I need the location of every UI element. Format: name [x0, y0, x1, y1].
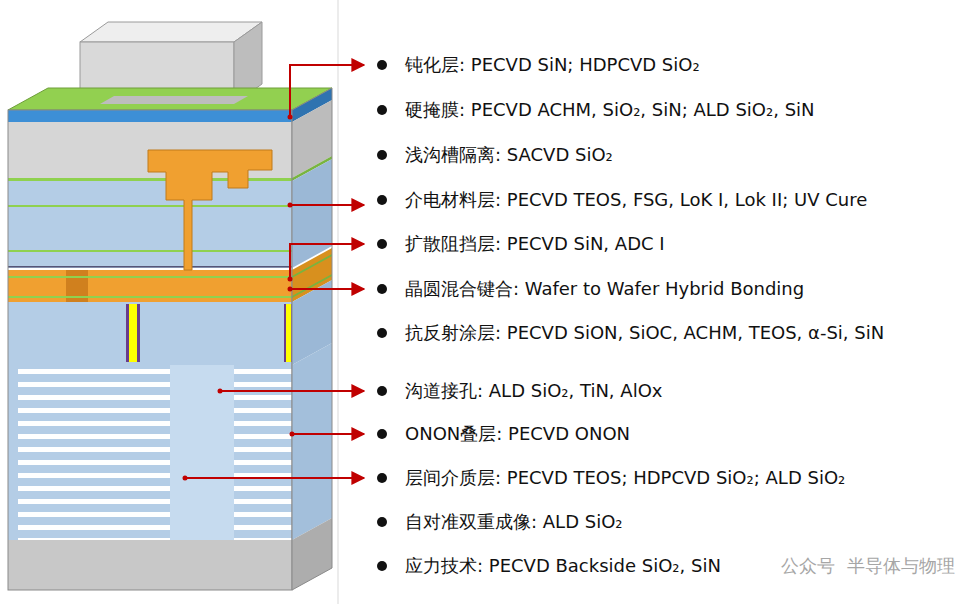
watermark: 半导体与物理	[847, 555, 955, 577]
callout-label: 自对准双重成像: ALD SiO₂	[405, 511, 623, 533]
callout-label: 硬掩膜: PECVD ACHM, SiO₂, SiN; ALD SiO₂, Si…	[405, 99, 815, 121]
callout-label: 扩散阻挡层: PECVD SiN, ADC I	[405, 233, 665, 255]
watermark: 公众号	[781, 555, 835, 577]
callout-label: 钝化层: PECVD SiN; HDPCVD SiO₂	[405, 54, 700, 76]
callout-label: 晶圆混合键合: Wafer to Wafer Hybrid Bonding	[405, 278, 804, 300]
frame-line	[338, 0, 339, 604]
callout-label: ONON叠层: PECVD ONON	[405, 423, 630, 445]
callout-label: 介电材料层: PECVD TEOS, FSG, LoK I, Lok II; U…	[405, 189, 867, 211]
callout-label: 层间介质层: PECVD TEOS; HDPCVD SiO₂; ALD SiO₂	[405, 467, 845, 489]
leader-dots	[183, 115, 295, 481]
callout-label: 应力技术: PECVD Backside SiO₂, SiN	[405, 555, 721, 577]
bullet-dots	[377, 60, 387, 571]
leader-arrows	[185, 65, 364, 478]
callout-label: 抗反射涂层: PECVD SiON, SiOC, ACHM, TEOS, α-S…	[405, 322, 884, 344]
callout-label: 沟道接孔: ALD SiO₂, TiN, AlOx	[405, 380, 662, 402]
callout-label: 浅沟槽隔离: SACVD SiO₂	[405, 144, 613, 166]
device-block	[8, 88, 332, 590]
